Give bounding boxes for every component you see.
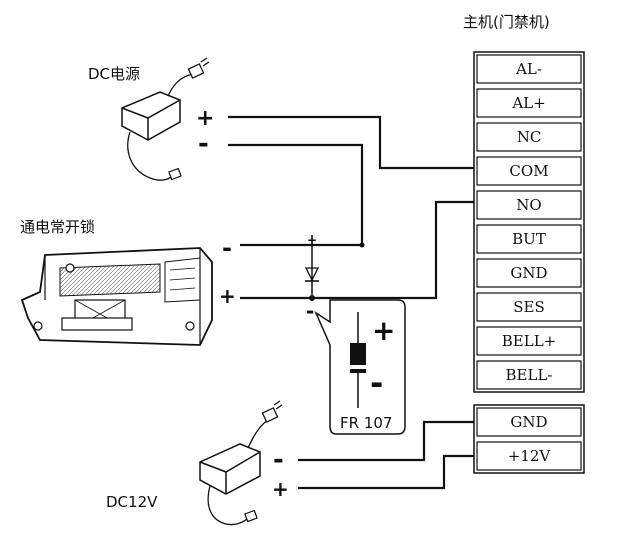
terminal-label: GND <box>510 264 547 282</box>
terminal-label: SES <box>513 298 545 316</box>
lock-label: 通电常开锁 <box>20 218 95 236</box>
terminal-cell <box>476 54 582 84</box>
wire-dc-minus-to-lock-minus <box>228 143 364 247</box>
terminal-cell <box>476 224 582 254</box>
terminal-cell <box>476 292 582 322</box>
power-terminal-label: +12V <box>508 447 552 465</box>
dc-power-adapter-top: DC电源 + - <box>88 57 214 181</box>
dc-power-top-label: DC电源 <box>88 65 140 83</box>
wires <box>228 115 474 490</box>
diode-model: FR 107 <box>340 414 392 432</box>
diode-inset: + - FR 107 <box>314 299 406 435</box>
terminal-block: AL- AL+ NC COM NO BUT GND SES BELL+ BELL- <box>473 51 585 393</box>
electric-lock: 通电常开锁 - + <box>20 218 236 346</box>
power-terminal-cell <box>476 441 582 471</box>
terminal-label: BUT <box>512 230 546 248</box>
dc-power-top-minus: - <box>198 129 209 159</box>
terminal-label: AL+ <box>511 94 545 112</box>
lock-plus: + <box>219 284 236 308</box>
wire-dc12v-minus-to-gnd <box>298 420 474 462</box>
wire-lock-plus-to-no <box>240 200 474 300</box>
terminal-cell <box>476 122 582 152</box>
dc-power-bottom-minus: - <box>273 445 284 475</box>
terminal-label: COM <box>509 162 548 180</box>
dc-power-top-plus: + <box>196 106 214 131</box>
wire-dc12v-plus-to-12v <box>298 454 474 490</box>
lock-minus: - <box>222 234 232 262</box>
power-terminal-label: GND <box>510 413 547 431</box>
dc-power-adapter-bottom: DC12V - + <box>106 400 289 526</box>
terminal-cell <box>476 88 582 118</box>
host-title: 主机(门禁机) <box>463 13 550 31</box>
dc-power-bottom-plus: + <box>272 477 289 501</box>
terminal-cell <box>476 190 582 220</box>
terminal-cell <box>476 360 582 390</box>
terminal-label: AL- <box>515 60 542 78</box>
diode-minus: - <box>306 299 314 323</box>
terminal-cell <box>476 326 582 356</box>
power-terminal-cell <box>476 407 582 437</box>
power-terminal-block: GND +12V <box>473 404 585 474</box>
terminal-label: NC <box>517 128 542 146</box>
terminal-cell <box>476 258 582 288</box>
terminal-label: NO <box>516 196 541 214</box>
diode-inset-minus: - <box>370 364 383 402</box>
diode-inset-plus: + <box>372 314 395 347</box>
terminal-label: BELL+ <box>502 332 556 350</box>
terminal-cell <box>476 156 582 186</box>
terminal-label: BELL- <box>506 366 553 384</box>
wire-dc-plus-to-com <box>228 115 474 170</box>
dc-power-bottom-label: DC12V <box>106 493 158 511</box>
